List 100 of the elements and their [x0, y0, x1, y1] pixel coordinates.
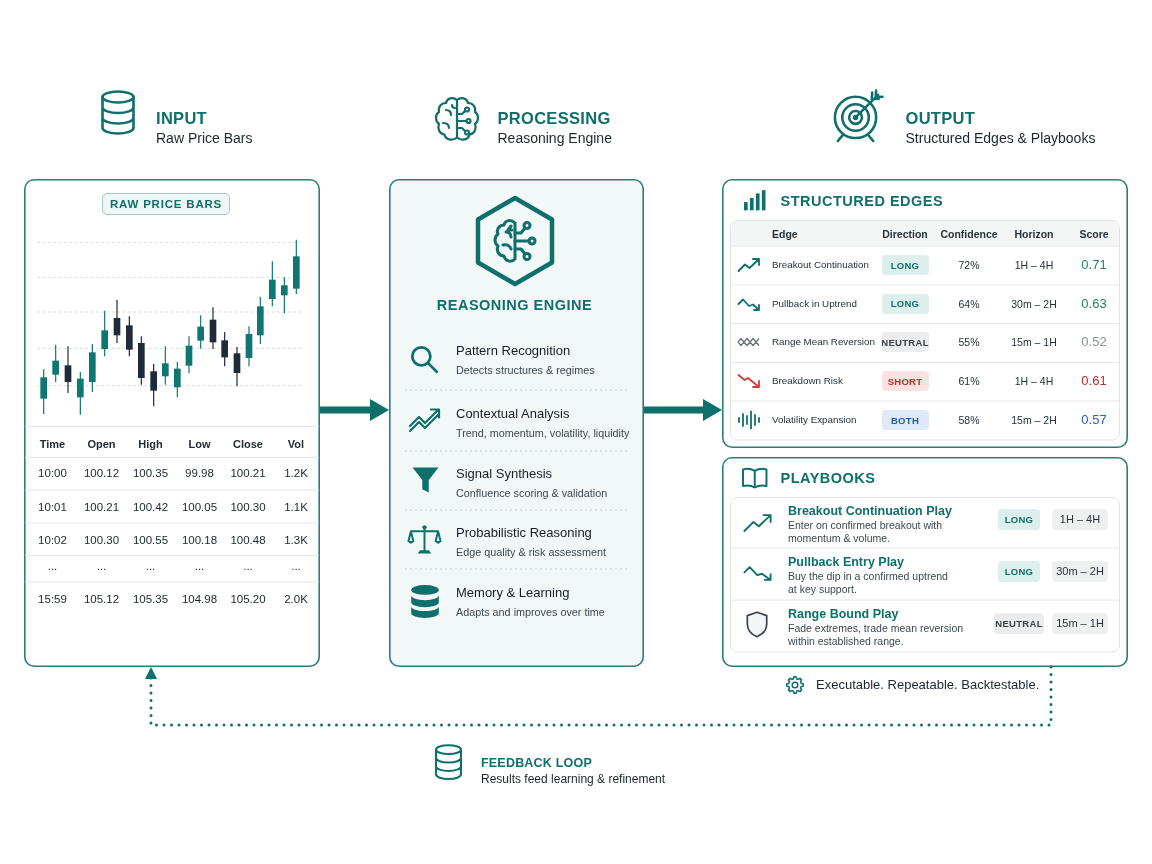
- column-header: Edge: [772, 227, 798, 240]
- item-description: Adapts and improves over time: [456, 605, 605, 618]
- column-header: High: [138, 437, 163, 450]
- time-value: 10:00: [38, 467, 67, 481]
- ellipsis: ...: [145, 559, 156, 574]
- column-header: Time: [39, 437, 66, 450]
- direction-badge: LONG: [998, 509, 1040, 530]
- volume-value: 1.2K: [284, 467, 308, 481]
- score-value: 0.52: [1081, 334, 1107, 350]
- time-value: 15:59: [38, 592, 67, 607]
- item-title: Memory & Learning: [456, 585, 570, 600]
- column-header: Vol: [287, 437, 305, 450]
- column-header: Confidence: [940, 227, 998, 240]
- section-subtitle: Raw Price Bars: [156, 129, 253, 147]
- price-value: 105.20: [230, 592, 266, 607]
- edge-name: Pullback in Uptrend: [772, 297, 857, 310]
- ellipsis: ...: [243, 559, 253, 574]
- direction-badge: SHORT: [881, 371, 929, 391]
- confidence-value: 72%: [958, 258, 980, 272]
- price-value: 100.05: [181, 500, 218, 515]
- edge-name: Breakdown Risk: [772, 375, 843, 387]
- volume-value: 1.3K: [284, 533, 308, 548]
- arrow: [644, 399, 722, 421]
- edge-name: Range Mean Reversion: [772, 336, 875, 348]
- price-value: 99.98: [185, 467, 214, 481]
- price-value: 100.48: [230, 533, 266, 548]
- horizon-value: 1H – 4H: [1014, 258, 1054, 272]
- ellipsis: ...: [96, 559, 107, 574]
- score-value: 0.57: [1081, 412, 1107, 428]
- confidence-value: 61%: [958, 374, 980, 388]
- horizon-value: 15m – 2H: [1011, 413, 1057, 427]
- horizon-value: 30m – 2H: [1011, 297, 1057, 310]
- direction-badge: NEUTRAL: [881, 332, 929, 352]
- direction-badge: NEUTRAL: [994, 613, 1044, 634]
- panel-title: STRUCTURED EDGES: [780, 192, 944, 210]
- title-tag: RAW PRICE BARS: [102, 192, 230, 215]
- item-title: Signal Synthesis: [456, 466, 553, 481]
- price-value: 100.55: [132, 533, 169, 548]
- score-value: 0.61: [1081, 373, 1107, 389]
- direction-badge: LONG: [998, 561, 1040, 582]
- playbooks-panel: [722, 457, 1128, 667]
- section-subtitle: Structured Edges & Playbooks: [905, 129, 1096, 147]
- price-value: 100.18: [181, 533, 218, 548]
- arrow: [320, 399, 389, 421]
- column-header: Open: [87, 437, 116, 450]
- price-value: 100.12: [83, 467, 120, 481]
- item-description: Trend, momentum, volatility, liquidity: [456, 426, 630, 439]
- panel-title: REASONING ENGINE: [436, 296, 593, 313]
- dotted-arrow: [145, 665, 1053, 727]
- play-title: Pullback Entry Play: [788, 554, 905, 570]
- horizon-value: 15m – 1H: [1011, 335, 1057, 349]
- column-header: Close: [233, 437, 263, 450]
- score-value: 0.63: [1081, 296, 1107, 311]
- column-header: Score: [1079, 227, 1109, 240]
- price-value: 105.12: [83, 592, 120, 607]
- price-value: 100.21: [83, 500, 120, 515]
- structured-edges-panel: [722, 179, 1128, 448]
- edge-name: Breakout Continuation: [772, 259, 869, 271]
- play-description: Fade extremes, trade mean reversion within established range.: [788, 622, 965, 648]
- price-value: 100.30: [230, 500, 266, 515]
- processing-panel: [389, 179, 644, 667]
- item-description: Edge quality & risk assessment: [456, 545, 607, 559]
- play-title: Range Bound Play: [788, 606, 899, 622]
- direction-badge: LONG: [881, 255, 929, 275]
- feedback-title: FEEDBACK LOOP: [481, 755, 592, 770]
- horizon-badge: 30m – 2H: [1052, 561, 1108, 582]
- horizon-badge: 15m – 1H: [1052, 613, 1108, 634]
- section-heading: OUTPUT: [905, 108, 976, 128]
- horizon-badge: 1H – 4H: [1052, 509, 1108, 530]
- item-description: Confluence scoring & validation: [456, 486, 608, 499]
- time-value: 10:02: [38, 533, 67, 548]
- price-value: 104.98: [181, 592, 218, 607]
- column-header: Direction: [882, 227, 928, 240]
- tagline: Executable. Repeatable. Backtestable.: [816, 677, 1040, 693]
- item-title: Contextual Analysis: [456, 406, 570, 421]
- section-subtitle: Reasoning Engine: [497, 129, 612, 147]
- item-title: Probabilistic Reasoning: [456, 525, 592, 541]
- ellipsis: ...: [291, 559, 301, 574]
- ellipsis: ...: [47, 559, 58, 574]
- play-description: Buy the dip in a confirmed uptrend at key support.: [788, 570, 949, 596]
- direction-badge: BOTH: [881, 410, 929, 430]
- confidence-value: 64%: [958, 297, 980, 310]
- column-header: Low: [188, 437, 211, 450]
- item-title: Pattern Recognition: [456, 343, 571, 359]
- time-value: 10:01: [38, 500, 67, 515]
- item-description: Detects structures & regimes: [456, 363, 595, 377]
- price-value: 100.42: [132, 500, 169, 515]
- confidence-value: 58%: [958, 413, 980, 427]
- price-value: 100.35: [132, 467, 169, 481]
- score-value: 0.71: [1081, 257, 1107, 273]
- price-value: 105.35: [132, 592, 169, 607]
- direction-badge: LONG: [881, 293, 929, 314]
- panel-title: PLAYBOOKS: [780, 469, 876, 487]
- column-header: Horizon: [1014, 227, 1054, 240]
- edge-name: Volatility Expansion: [772, 414, 857, 426]
- section-heading: PROCESSING: [497, 108, 611, 128]
- volume-value: 2.0K: [284, 592, 308, 607]
- price-value: 100.21: [230, 467, 266, 481]
- section-heading: INPUT: [156, 108, 207, 128]
- feedback-description: Results feed learning & refinement: [481, 772, 666, 787]
